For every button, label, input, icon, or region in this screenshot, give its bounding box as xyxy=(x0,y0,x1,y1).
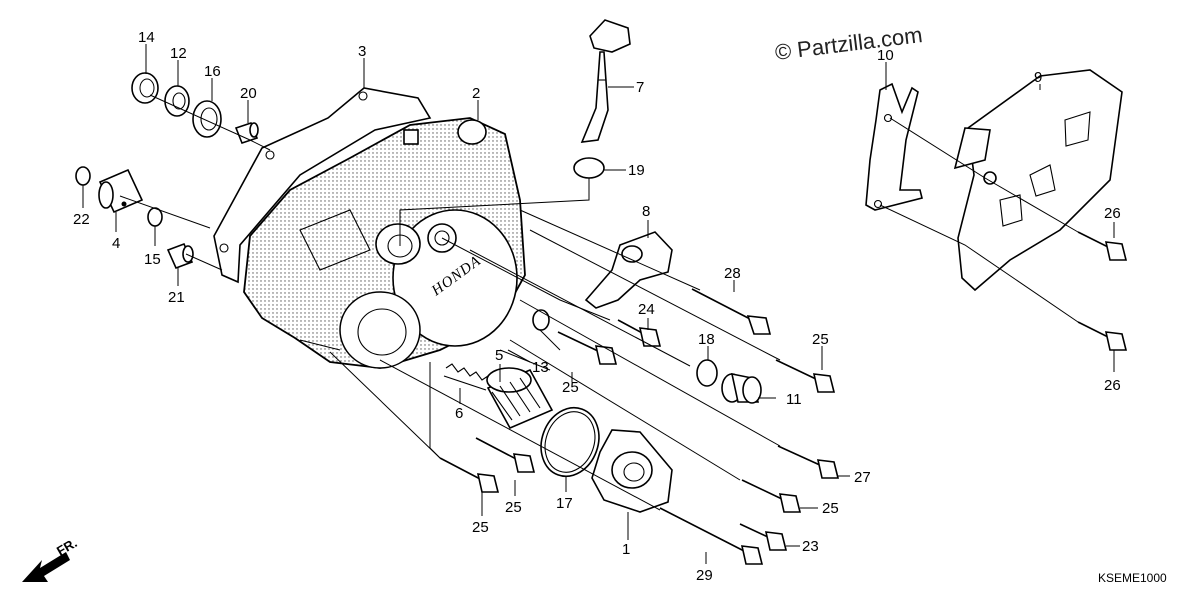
callout-24: 24 xyxy=(638,301,655,318)
callout-23: 23 xyxy=(802,538,819,555)
washer-part xyxy=(164,85,190,117)
watermark-text: © Partzilla.com xyxy=(774,22,924,65)
callout-2: 2 xyxy=(472,85,480,102)
callout-12: 12 xyxy=(170,45,187,62)
callout-18: 18 xyxy=(698,331,715,348)
callout-10: 10 xyxy=(877,47,894,64)
callout-20: 20 xyxy=(240,85,257,102)
collar-part xyxy=(166,242,194,270)
bolt-25-bottom-part xyxy=(439,457,500,493)
bolt-25-lower-part xyxy=(741,479,802,513)
callout-14: 14 xyxy=(138,29,155,46)
callout-29: 29 xyxy=(696,567,713,584)
plug-11-part xyxy=(721,372,762,404)
callout-27: 27 xyxy=(854,469,871,486)
bolt-28-part xyxy=(691,288,772,335)
bolt-29-part xyxy=(659,507,764,565)
gasket-part xyxy=(213,87,432,284)
oring-19-part xyxy=(573,157,605,179)
oil-filter-part xyxy=(486,367,554,430)
bolt-27-part xyxy=(777,445,840,479)
callout-25-a: 25 xyxy=(812,331,829,348)
circlip-part xyxy=(131,72,159,104)
callout-6: 6 xyxy=(455,405,463,422)
callout-7: 7 xyxy=(636,79,644,96)
callout-1: 1 xyxy=(622,541,630,558)
cover-gasket-10-part xyxy=(865,82,923,211)
bolt-26-lower-part xyxy=(1077,321,1128,351)
filter-oring-part xyxy=(540,406,600,478)
bolt-25-mid-part xyxy=(557,331,618,365)
callout-16: 16 xyxy=(204,63,221,80)
shaft-part xyxy=(98,168,144,214)
callout-4: 4 xyxy=(112,235,120,252)
oil-seal-part xyxy=(192,100,222,138)
callout-26-a: 26 xyxy=(1104,205,1121,222)
ring-small-part xyxy=(75,166,91,186)
washer-13-part xyxy=(532,309,550,331)
oring-18-part xyxy=(696,359,718,387)
callout-15: 15 xyxy=(144,251,161,268)
oil-dipstick-part xyxy=(580,19,631,143)
callout-11: 11 xyxy=(786,391,802,408)
callout-leaders xyxy=(82,44,1115,564)
bolt-25-bottom-mid-part xyxy=(475,437,536,473)
bolt-23-part xyxy=(739,523,788,551)
assembly-lines xyxy=(119,94,1079,511)
callout-17: 17 xyxy=(556,495,573,512)
crankcase-cover-part xyxy=(243,117,526,369)
callout-26-b: 26 xyxy=(1104,377,1121,394)
front-direction-arrow-icon xyxy=(22,552,70,582)
direction-label: FR. xyxy=(54,535,80,558)
filter-cover-part xyxy=(591,429,673,513)
spring-part xyxy=(443,363,489,391)
callout-8: 8 xyxy=(642,203,650,220)
bolt-25-right-part xyxy=(775,359,836,393)
sprocket-cover-part xyxy=(953,69,1123,292)
bolt-26-upper-part xyxy=(1077,231,1128,261)
bolt-24-part xyxy=(617,319,662,347)
callout-28: 28 xyxy=(724,265,741,282)
callout-21: 21 xyxy=(168,289,185,306)
callout-13: 13 xyxy=(532,359,549,376)
callout-25-c: 25 xyxy=(822,500,839,517)
callout-3: 3 xyxy=(358,43,366,60)
callout-25-d: 25 xyxy=(505,499,522,516)
callout-19: 19 xyxy=(628,162,645,179)
callout-25-b: 25 xyxy=(562,379,579,396)
callout-22: 22 xyxy=(73,211,90,228)
callout-25-e: 25 xyxy=(472,519,489,536)
callout-9: 9 xyxy=(1034,69,1042,86)
diagram-code: KSEME1000 xyxy=(1098,571,1167,585)
clamp-bracket-part xyxy=(584,231,673,309)
callout-5: 5 xyxy=(495,347,503,364)
dowel-pin-part xyxy=(234,122,259,144)
